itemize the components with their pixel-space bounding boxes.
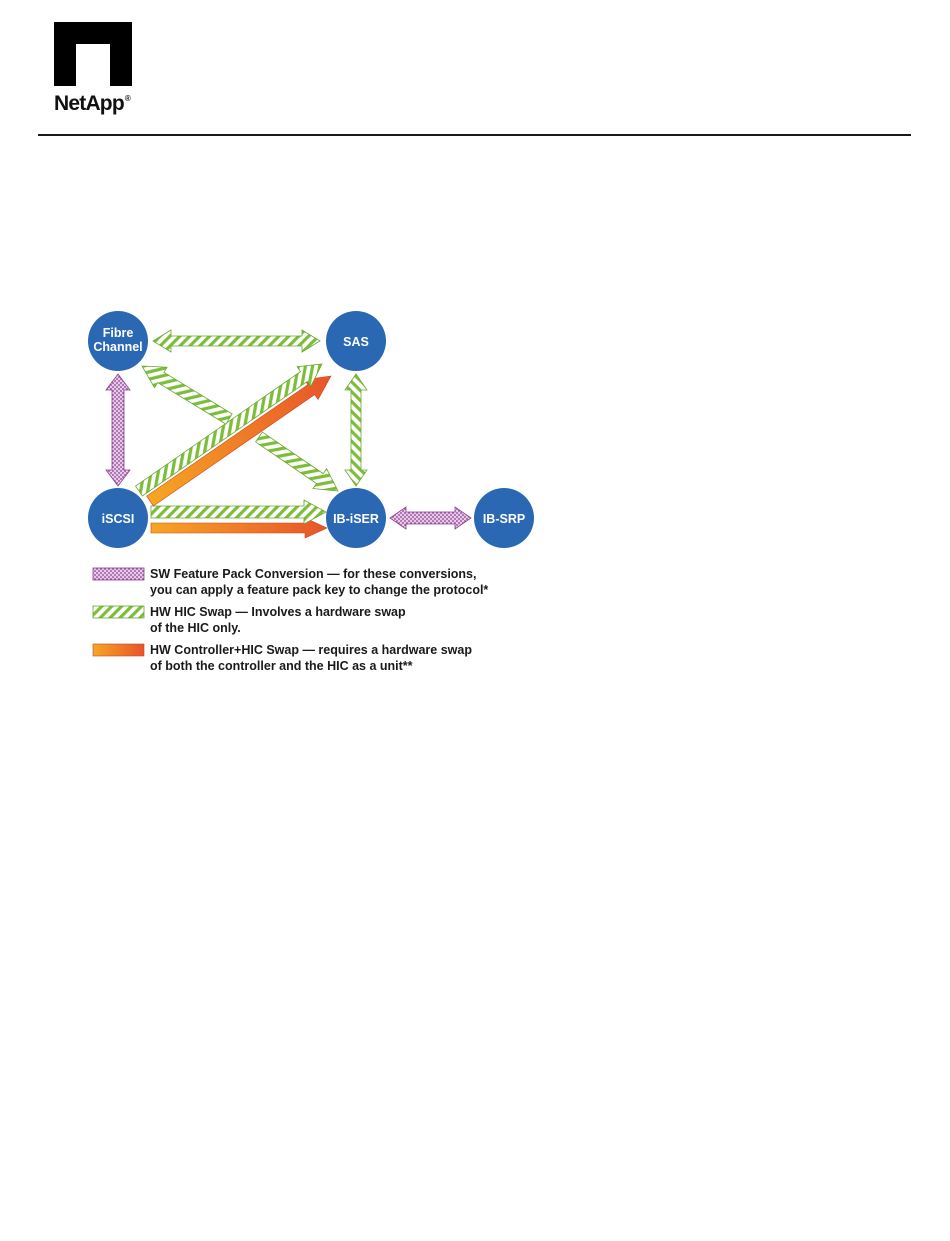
netapp-logo: NetApp®	[54, 22, 144, 122]
arrow-fc-sas	[152, 329, 321, 353]
arrow-iscsi-sas-hw	[135, 363, 323, 497]
arrow-sas-ibiser	[344, 373, 368, 487]
arrow-ibiser-fc-hw-lower	[255, 431, 339, 492]
conversion-arrows	[105, 329, 472, 539]
legend-ctrl-line-1: HW Controller+HIC Swap — requires a hard…	[150, 643, 472, 657]
legend-hw-line-1: HW HIC Swap — Involves a hardware swap	[150, 605, 406, 619]
arrow-iscsi-sas-ctrl	[146, 375, 332, 507]
node-ib-iser: IB-iSER	[326, 488, 386, 548]
arrow-ibiser-fc-hw-upper	[141, 365, 233, 425]
node-ib-srp-label: IB-SRP	[483, 512, 525, 526]
arrow-iscsi-ibiser-ctrl	[150, 517, 328, 539]
legend-sw-line-2: you can apply a feature pack key to chan…	[150, 583, 488, 597]
netapp-logo-icon	[54, 22, 132, 86]
node-ib-iser-label: IB-iSER	[333, 512, 379, 526]
header-divider	[38, 134, 911, 136]
legend-hw-line-2: of the HIC only.	[150, 621, 241, 635]
node-iscsi: iSCSI	[88, 488, 148, 548]
node-sas-label: SAS	[343, 335, 369, 349]
node-fibre-channel-label-2: Channel	[93, 340, 142, 354]
legend-sw-swatch	[92, 567, 145, 581]
netapp-wordmark: NetApp®	[54, 92, 131, 115]
node-iscsi-label: iSCSI	[102, 512, 135, 526]
arrow-fc-iscsi	[105, 373, 131, 487]
legend-ctrl-swatch	[92, 643, 145, 657]
legend-sw-feature-pack: SW Feature Pack Conversion — for these c…	[92, 567, 488, 597]
legend-ctrl-line-2: of both the controller and the HIC as a …	[150, 659, 413, 673]
node-fibre-channel-label-1: Fibre	[103, 326, 134, 340]
arrow-iscsi-ibiser-hw	[150, 499, 327, 525]
legend: SW Feature Pack Conversion — for these c…	[92, 567, 488, 673]
arrow-ibiser-ibsrp	[389, 506, 472, 530]
node-ib-srp: IB-SRP	[474, 488, 534, 548]
protocol-conversion-diagram: Fibre Channel SAS iSCSI IB-iSER IB-SRP S…	[88, 311, 534, 673]
legend-hw-hic-swap: HW HIC Swap — Involves a hardware swap o…	[92, 605, 406, 635]
legend-hw-swatch	[92, 605, 145, 619]
legend-sw-line-1: SW Feature Pack Conversion — for these c…	[150, 567, 476, 581]
node-fibre-channel: Fibre Channel	[88, 311, 148, 371]
node-sas: SAS	[326, 311, 386, 371]
legend-hw-controller-swap: HW Controller+HIC Swap — requires a hard…	[92, 643, 472, 673]
